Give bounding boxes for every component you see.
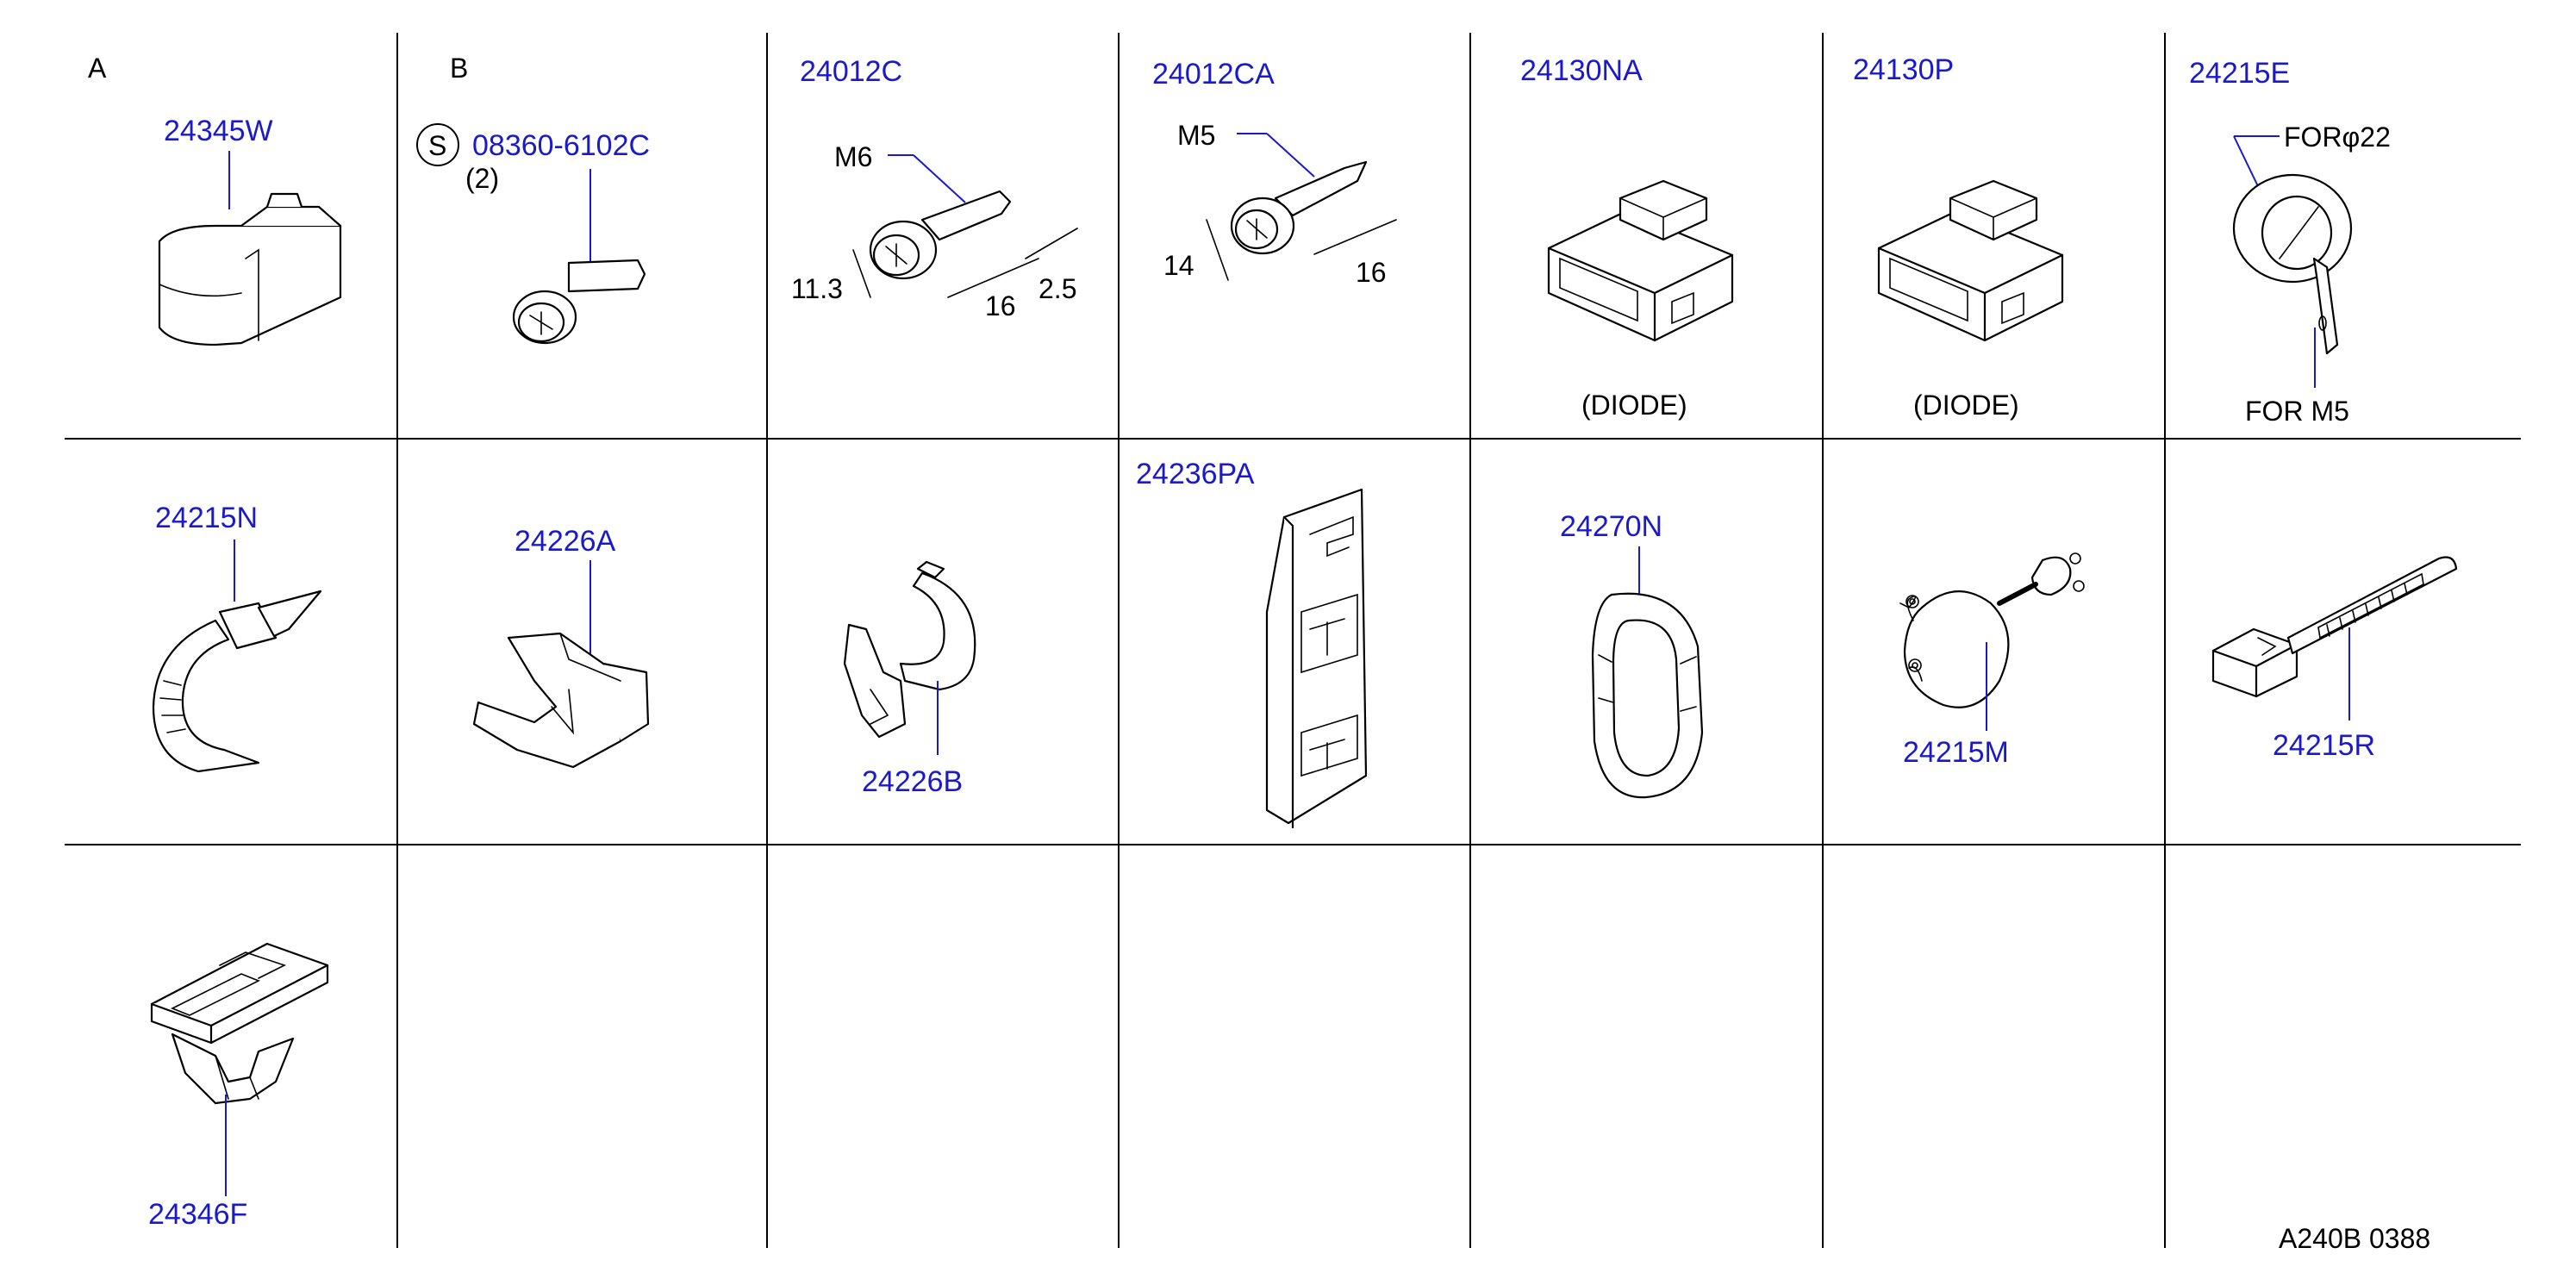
dim-m6: M6 <box>834 141 872 172</box>
part-number-08360-6102C[interactable]: 08360-6102C <box>472 129 650 162</box>
part-number-24215R[interactable]: 24215R <box>2273 729 2375 762</box>
clip-24226B-illustration <box>843 560 976 739</box>
part-number-24012C[interactable]: 24012C <box>800 55 902 88</box>
diode-24130P-illustration <box>1877 179 2064 342</box>
part-number-24215M[interactable]: 24215M <box>1903 736 2009 769</box>
standard-part-symbol <box>416 123 459 166</box>
clip-24226A-illustration <box>472 632 650 769</box>
note-diode-1: (DIODE) <box>1581 390 1687 421</box>
section-label-a: A <box>88 53 107 84</box>
dim-line-16b <box>1313 219 1397 255</box>
cell-24345W: A 24345W <box>88 53 342 346</box>
cell-24215M: 24215M <box>1899 552 2085 769</box>
part-number-24346F[interactable]: 24346F <box>148 1198 247 1231</box>
part-number-24270N[interactable]: 24270N <box>1560 510 1662 543</box>
grommet-24270N-illustration <box>1591 592 1704 799</box>
grid <box>65 33 2521 1248</box>
bracket-24236PA-illustration <box>1265 488 1368 829</box>
dim-16b: 16 <box>1356 257 1387 288</box>
dim-line-14 <box>1206 219 1229 281</box>
cell-24270N: 24270N <box>1560 510 1704 799</box>
dim-m5: M5 <box>1177 120 1215 151</box>
cell-24346F: 24346F <box>148 942 329 1231</box>
cell-24215N: 24215N <box>152 502 322 773</box>
leader-m5-diag <box>1266 133 1315 178</box>
dim-2-5: 2.5 <box>1039 273 1076 304</box>
part-number-24236PA[interactable]: 24236PA <box>1136 458 1255 490</box>
part-number-24130NA[interactable]: 24130NA <box>1520 54 1643 87</box>
dim-line-11-3 <box>852 249 871 298</box>
clip-24346F-illustration <box>150 942 329 1105</box>
cell-24012CA: 24012CA M5 14 16 <box>1152 58 1397 288</box>
cell-24226B: 24226B <box>843 560 976 798</box>
cell-24226A: 24226A <box>472 525 650 769</box>
part-number-24345W[interactable]: 24345W <box>164 115 273 147</box>
dim-11-3: 11.3 <box>791 273 843 304</box>
leader-m6-diag <box>913 154 966 203</box>
diode-24130NA-illustration <box>1547 179 1734 342</box>
cell-24215R: 24215R <box>2211 556 2458 762</box>
standard-part-symbol-letter: S <box>428 130 446 161</box>
cable-tie-24215N-illustration <box>152 590 322 773</box>
note-for-22: FORφ22 <box>2284 122 2391 153</box>
cable-tie-24215R-illustration <box>2211 556 2458 698</box>
screw-24012CA-illustration <box>1230 160 1368 255</box>
cell-24130NA: 24130NA (DIODE) <box>1520 54 1734 421</box>
dim-line-16a <box>947 258 1039 298</box>
dim-14: 14 <box>1163 250 1194 281</box>
part-number-24130P[interactable]: 24130P <box>1853 53 1954 86</box>
note-diode-2: (DIODE) <box>1913 390 2019 421</box>
strap-24215M-illustration <box>1899 552 2085 708</box>
cell-24012C: 24012C M6 11.3 16 2.5 <box>791 55 1078 321</box>
cell-24215E: 24215E FORφ22 FOR M5 <box>2189 57 2391 427</box>
note-for-m5: FOR M5 <box>2245 396 2349 427</box>
section-label-b: B <box>450 53 468 84</box>
dim-16a: 16 <box>985 290 1016 321</box>
cell-24130P: 24130P (DIODE) <box>1853 53 2064 421</box>
dim-line-2-5 <box>1025 228 1078 259</box>
part-number-24215E[interactable]: 24215E <box>2189 57 2290 90</box>
bolt-24012C-illustration <box>869 190 1012 280</box>
cell-08360-6102C: B S 08360-6102C (2) <box>416 53 650 345</box>
part-number-24012CA[interactable]: 24012CA <box>1152 58 1275 90</box>
clip-24345W-illustration <box>158 192 342 346</box>
clamp-24215E-illustration <box>2232 173 2353 355</box>
cell-24236PA: 24236PA <box>1136 458 1368 829</box>
quantity-label: (2) <box>465 163 499 194</box>
diagram-code: A240B 0388 <box>2279 1223 2430 1254</box>
screw-08360-illustration <box>512 259 646 345</box>
part-number-24215N[interactable]: 24215N <box>155 502 258 534</box>
part-number-24226B[interactable]: 24226B <box>862 765 963 798</box>
part-number-24226A[interactable]: 24226A <box>515 525 616 558</box>
